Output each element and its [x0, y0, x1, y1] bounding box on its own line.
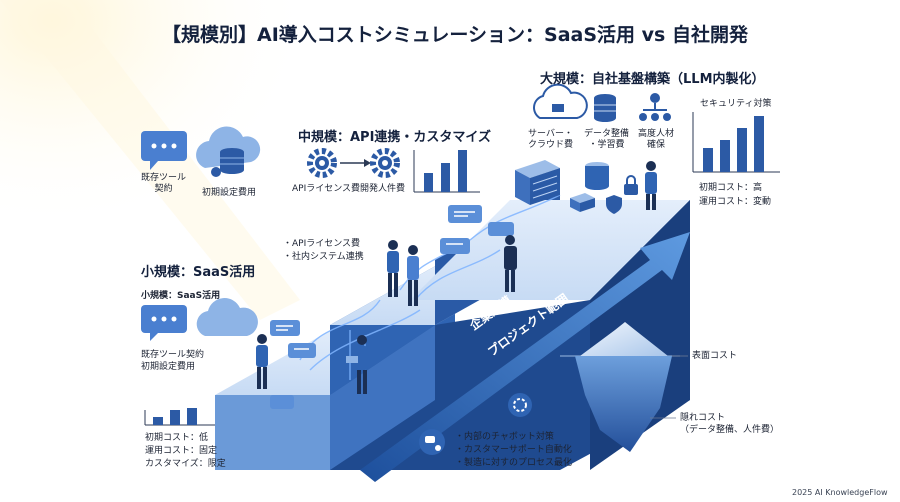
cloud-icon: [196, 298, 258, 336]
small-tier-costs-list: 既存ツール契約 初期設定費用: [141, 350, 205, 372]
bar: [737, 128, 747, 172]
arrow-right-icon: [340, 159, 371, 167]
large-bar-chart: [692, 112, 780, 173]
medium-bullet-1: ・APIライセンス費: [283, 239, 361, 249]
bar: [754, 116, 764, 172]
org-chart-icon: [639, 93, 671, 121]
effect-item-2: ・カスタマーサポート自動化: [455, 445, 572, 455]
bar: [187, 408, 197, 425]
bar: [720, 140, 730, 172]
iceberg-tip: [580, 322, 668, 356]
medium-tier-heading: 中規模：API連携・カスタマイズ: [298, 130, 492, 145]
bar: [424, 173, 433, 192]
small-tier-subheading: 小規模：SaaS活用: [141, 291, 221, 301]
large-initial-cost: 初期コスト：高: [699, 183, 763, 193]
growth-arrow: [360, 232, 690, 482]
bar: [153, 417, 163, 425]
cloud-icon-large: [533, 83, 588, 119]
iceberg: [560, 322, 688, 452]
credit-text: 2025 AI KnowledgeFlow: [792, 488, 888, 497]
small-bar-chart: [144, 408, 215, 426]
gear-circle-icon: [508, 393, 532, 417]
small-customize: カスタマイズ：限定: [145, 459, 226, 469]
chat-bubble-icon-2: [141, 305, 187, 341]
data-training-label: データ整備 ・学習費: [584, 129, 630, 150]
gear-icon: [307, 148, 337, 178]
small-initial-cost: 初期コスト：低: [145, 433, 209, 443]
cloud-database-icon: [196, 126, 261, 177]
iceberg-hidden: [575, 356, 672, 452]
small-running-cost: 運用コスト：固定: [145, 446, 218, 456]
talent-label: 高度人材 確保: [638, 129, 675, 150]
small-server-icon: [570, 193, 595, 212]
database-icon: [594, 94, 616, 122]
chat-bubble-icon: [141, 131, 187, 170]
bar: [441, 163, 450, 192]
dev-cost-label: 開発人件費: [360, 184, 406, 194]
hidden-cost-label: 隠れコスト （データ整備、人件費）: [680, 413, 780, 435]
effect-item-1: ・内部のチャボット対策: [455, 432, 554, 442]
bar: [170, 410, 180, 425]
server-rack-icon: [515, 160, 560, 205]
step-3-top: [410, 200, 690, 300]
large-running-cost: 運用コスト：変動: [699, 197, 772, 207]
medium-bar-chart: [413, 150, 480, 193]
support-circle-icon: [419, 429, 445, 455]
initial-setup-label: 初期設定費用: [202, 188, 257, 198]
shield-icon: [606, 195, 622, 214]
existing-tool-label: 既存ツール 契約: [141, 173, 187, 194]
server-cloud-label: サーバー・ クラウド費: [528, 129, 574, 150]
api-license-label: APIライセンス費: [292, 184, 361, 194]
medium-bullet-2: ・社内システム連携: [283, 252, 364, 262]
person-figures: [256, 161, 657, 394]
lock-icon: [624, 175, 638, 195]
gear-icon-2: [370, 148, 400, 178]
large-tier-heading: 大規模：自社基盤構築（LLM内製化）: [540, 72, 765, 87]
step-1-front: [215, 395, 330, 470]
page-title: 【規模別】AI導入コストシミュレーション：SaaS活用 vs 自社開発: [162, 24, 748, 46]
surface-cost-label: 表面コスト: [692, 351, 738, 361]
small-tier-heading: 小規模：SaaS活用: [141, 265, 256, 280]
bar: [703, 148, 713, 172]
effect-item-3: ・製造に対すのプロセス最化: [455, 458, 573, 468]
floating-chat-bubbles: [270, 205, 514, 409]
database-cylinder-icon: [585, 162, 609, 190]
security-label: セキュリティ対策: [700, 99, 772, 109]
bar: [458, 150, 467, 192]
